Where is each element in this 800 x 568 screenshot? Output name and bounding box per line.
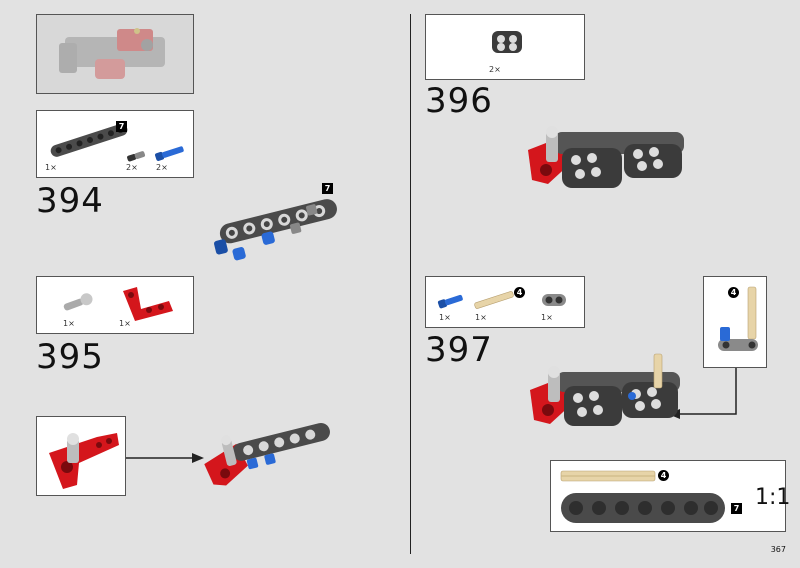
step-number: 397	[425, 330, 493, 370]
black-grey-pin-part	[127, 151, 146, 162]
scale-reference-box: 4 7 1:1	[550, 460, 790, 532]
page-number: 367	[770, 545, 786, 554]
scale-label: 1:1	[755, 485, 791, 510]
qty-label: 2×	[126, 163, 138, 172]
length-badge-7: 7	[731, 503, 742, 514]
black-connector-block-part	[492, 31, 522, 53]
step394-model	[214, 199, 337, 261]
qty-label: 1×	[475, 313, 487, 322]
step395-callout-box	[36, 416, 126, 496]
step395-parts-box: 1× 1×	[36, 276, 194, 334]
red-angled-beam-part	[123, 287, 173, 321]
tan-axle-4-part	[474, 291, 514, 309]
grey-connector-part	[542, 294, 566, 306]
qty-label: 1×	[439, 313, 451, 322]
qty-label: 1×	[541, 313, 553, 322]
qty-label: 1×	[45, 163, 57, 172]
assembly-arrow	[126, 453, 204, 463]
submodel-preview-image	[59, 28, 165, 79]
tan-axle-4-scale	[560, 470, 656, 482]
step397-model	[530, 353, 680, 426]
blue-axle-pin-part	[155, 146, 184, 161]
length-badge-4: 4	[728, 287, 739, 298]
step396-parts-box: 2×	[425, 14, 585, 80]
qty-label: 2×	[156, 163, 168, 172]
qty-label: 2×	[489, 65, 501, 74]
step-number: 396	[425, 81, 493, 121]
length-badge-7: 7	[322, 183, 333, 194]
qty-label: 1×	[63, 319, 75, 328]
step394-parts-box: 7 1× 2× 2×	[36, 110, 194, 178]
grey-beam-7-scale	[561, 493, 725, 523]
grey-beam-7-part	[50, 123, 128, 157]
step-number: 394	[36, 181, 104, 221]
length-badge-4: 4	[658, 470, 669, 481]
step396-model	[528, 126, 684, 188]
callout-axle-connector-subassembly	[718, 286, 758, 351]
step-number: 395	[36, 337, 104, 377]
callout-red-beam-with-pin	[49, 433, 119, 489]
page-divider	[410, 14, 411, 554]
qty-label: 1×	[119, 319, 131, 328]
step397-parts-box: 4 1× 1× 1×	[425, 276, 585, 328]
step395-model	[204, 422, 330, 486]
length-badge-4: 4	[514, 287, 525, 298]
step397-callout-box: 4	[703, 276, 767, 368]
blue-axle-pin-part	[437, 294, 463, 309]
submodel-reference-box	[36, 14, 194, 94]
grey-pin-with-towball-part	[63, 293, 93, 311]
length-badge-7: 7	[116, 121, 127, 132]
